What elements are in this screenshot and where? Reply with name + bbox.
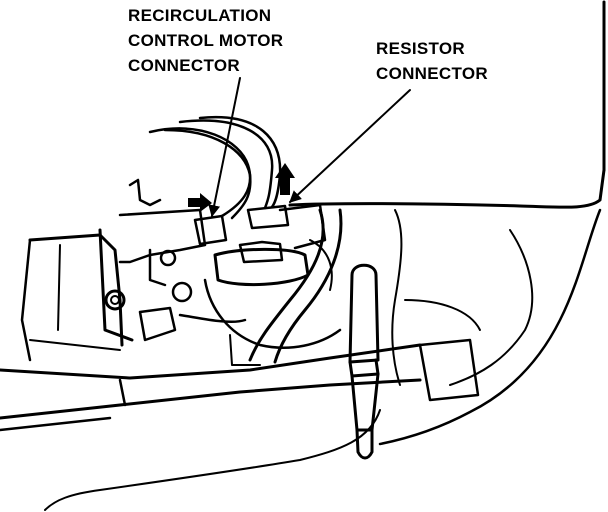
label-line: RECIRCULATION bbox=[128, 6, 272, 25]
arrow-right-icon bbox=[188, 193, 212, 212]
coolant-hose bbox=[248, 208, 343, 364]
arrow-up-icon bbox=[275, 163, 295, 195]
blower-housing bbox=[193, 203, 342, 366]
label-recirculation-control-motor-connector: RECIRCULATION CONTROL MOTOR CONNECTOR bbox=[128, 3, 283, 78]
body-panel-outline bbox=[288, 0, 606, 446]
chassis-rails bbox=[0, 338, 480, 511]
leader-recirculation bbox=[208, 77, 241, 218]
mounting-bracket bbox=[20, 178, 247, 362]
label-line: CONTROL MOTOR bbox=[128, 31, 284, 50]
label-line: CONNECTOR bbox=[376, 64, 488, 83]
motor-connector-part bbox=[193, 214, 228, 246]
wire-harness bbox=[148, 115, 282, 220]
leader-resistor bbox=[289, 89, 411, 203]
steering-rod bbox=[348, 263, 380, 460]
label-line: CONNECTOR bbox=[128, 56, 240, 75]
label-line: RESISTOR bbox=[376, 39, 465, 58]
callout-leaders bbox=[208, 77, 411, 218]
label-resistor-connector: RESISTOR CONNECTOR bbox=[376, 36, 488, 86]
disconnect-arrows bbox=[188, 163, 295, 212]
